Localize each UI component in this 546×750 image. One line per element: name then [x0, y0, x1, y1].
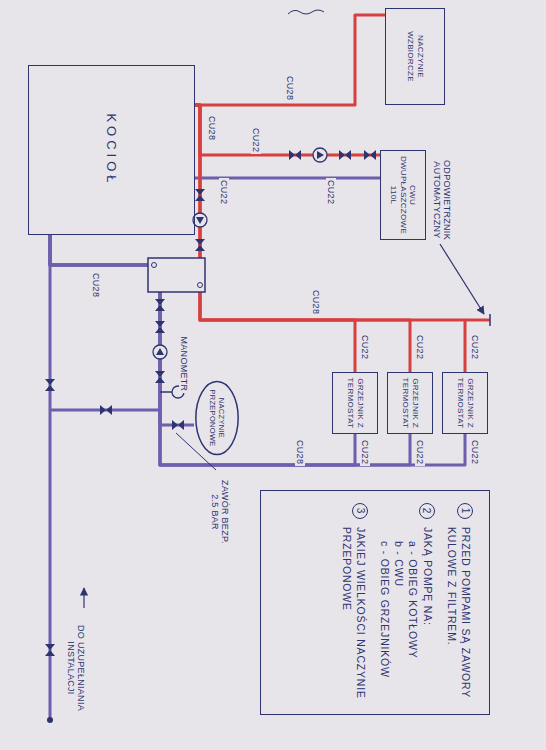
radiator-box: GRZEJNIK Z TERMOSTAT [442, 372, 488, 434]
air-vent [489, 314, 491, 326]
annotation: ZAWÓR BEZP. 2.5 BAR [210, 471, 231, 553]
pipe-size: CU28 [311, 288, 321, 316]
separator-port [152, 263, 157, 268]
pipe-size: CU22 [360, 333, 370, 361]
pipe-size: CU28 [285, 74, 295, 102]
notes-box: 1PRZED POMPAMI SĄ ZAWORY KULOWE Z FILTRE… [260, 490, 490, 715]
pipe-size: CU28 [91, 271, 101, 299]
node-text: GRZEJNIK Z TERMOSTAT [345, 377, 364, 429]
node-text: CWU DWUPŁASZCZOWE 110L [389, 155, 418, 235]
note-column: JAKĄ POMPĘ NA:a - OBIEG KOTŁOWYb - CWUc … [378, 527, 435, 702]
pipe-size: CU22 [470, 438, 480, 466]
pipe [195, 105, 465, 372]
supply-pipe [465, 319, 490, 322]
annotation: MANOMETR [179, 335, 189, 394]
membrane-tank: NACZYNIE PRZEPONOWE [194, 380, 240, 456]
pipe [50, 235, 355, 465]
callout-number: 1 [457, 503, 473, 519]
note-column: JAKIEJ WIELKOŚCI NACZYNIE PRZEPONOWE [340, 527, 368, 702]
hot-water-tank-box: CWU DWUPŁASZCZOWE 110L [380, 150, 426, 240]
callout-number: 2 [419, 503, 435, 519]
pipe [195, 105, 355, 372]
annotation: DO UZUPEŁNIANIA INSTALACJI [66, 611, 87, 725]
radiator-box: GRZEJNIK Z TERMOSTAT [387, 372, 433, 434]
pipe [50, 235, 410, 465]
leader-arrow [440, 244, 484, 314]
note-text: JAKĄ POMPĘ NA: [420, 527, 434, 702]
node-text: NACZYNIE PRZEPONOWE [208, 384, 226, 452]
node-text: KOCIOŁ [104, 113, 120, 186]
node-text: GRZEJNIK Z TERMOSTAT [400, 377, 419, 429]
pipe-size: CU22 [415, 333, 425, 361]
separator-port [198, 283, 203, 288]
note-column: PRZED POMPAMI SĄ ZAWORY KULOWE Z FILTREM… [445, 527, 473, 702]
radiator-box: GRZEJNIK Z TERMOSTAT [332, 372, 378, 434]
pipe [195, 105, 410, 372]
note-row: 1PRZED POMPAMI SĄ ZAWORY KULOWE Z FILTRE… [445, 503, 473, 702]
pipe [195, 15, 385, 105]
doodle [288, 10, 324, 14]
note-row: 3JAKIEJ WIELKOŚCI NACZYNIE PRZEPONOWE [340, 503, 368, 702]
note-item: b - CWU [392, 527, 406, 702]
annotation: ODPOWIETRZNIK AUTOMATYCZNY [432, 157, 453, 243]
pipe-end [47, 717, 53, 723]
note-item: c - OBIEG GRZEJNIKÓW [378, 527, 392, 702]
pipe-size: CU22 [219, 178, 229, 206]
pipe-size: CU28 [295, 438, 305, 466]
valves [45, 150, 376, 656]
pipe-size: CU28 [207, 114, 217, 142]
pumps [153, 148, 327, 359]
pipe-size: CU22 [415, 438, 425, 466]
expansion-tank-box: NACZYNIE WZBIORCZE [385, 8, 445, 105]
boiler-box: KOCIOŁ [28, 65, 195, 235]
node-text: NACZYNIE WZBIORCZE [405, 13, 424, 100]
node-text: GRZEJNIK Z TERMOSTAT [455, 377, 474, 429]
pipe-size: CU22 [470, 333, 480, 361]
pipe [195, 105, 380, 155]
callout-number: 3 [352, 503, 368, 519]
pipe-size: CU22 [251, 126, 261, 154]
note-row: 2JAKĄ POMPĘ NA:a - OBIEG KOTŁOWYb - CWUc… [378, 503, 435, 702]
note-text: JAKIEJ WIELKOŚCI NACZYNIE PRZEPONOWE [340, 527, 368, 702]
gauge-stem [160, 391, 172, 393]
pipe [50, 235, 465, 465]
note-item: a - OBIEG KOTŁOWY [406, 527, 420, 702]
pipe-size: CU22 [326, 178, 336, 206]
pipe-size: CU22 [360, 438, 370, 466]
fill-arrow [83, 588, 84, 608]
note-text: PRZED POMPAMI SĄ ZAWORY KULOWE Z FILTREM… [445, 527, 473, 702]
hydraulic-separator [148, 258, 205, 292]
